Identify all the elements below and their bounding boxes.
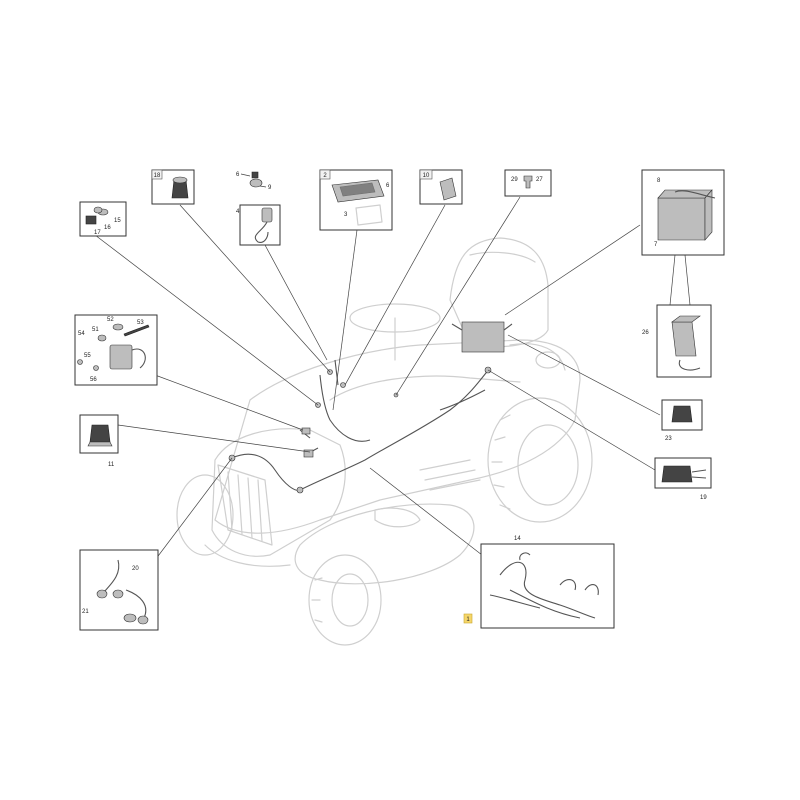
callout-label: 53 xyxy=(137,320,144,326)
callout-label: 11 xyxy=(108,462,115,468)
callout-label: 21 xyxy=(82,609,89,615)
callout-label: 1 xyxy=(466,617,470,623)
callout-label: 52 xyxy=(107,317,114,323)
callout-box-29-27[interactable]: 29 27 xyxy=(504,169,552,197)
callout-label: 29 xyxy=(511,177,518,183)
callout-label: 2 xyxy=(323,173,327,179)
wiring-harness xyxy=(228,321,513,494)
callout-label: 6 xyxy=(386,183,390,189)
leader-lines xyxy=(94,196,691,581)
callout-label: 26 xyxy=(642,330,649,336)
callout-box-10[interactable]: 10 xyxy=(419,169,463,205)
callout-label: 23 xyxy=(665,436,672,442)
callout-label: 54 xyxy=(78,331,85,337)
callout-label: 20 xyxy=(132,566,139,572)
callout-box-4[interactable]: 4 xyxy=(236,204,281,246)
callout-label: 18 xyxy=(154,173,161,179)
callout-label: 27 xyxy=(536,177,543,183)
callout-box-23[interactable]: 23 xyxy=(661,399,703,442)
callout-label: 9 xyxy=(268,185,272,191)
callout-label: 8 xyxy=(657,178,661,184)
callout-label: 4 xyxy=(236,209,240,215)
callout-label: 16 xyxy=(104,225,111,231)
callout-box-51-56[interactable]: 52 53 51 54 55 56 xyxy=(74,314,158,386)
callout-box-19[interactable]: 19 xyxy=(654,457,712,501)
callout-label: 10 xyxy=(423,173,430,179)
callout-label: 3 xyxy=(344,212,348,218)
callout-box-20-21[interactable]: 20 21 xyxy=(79,549,159,631)
callout-box-7-8[interactable]: 8 7 xyxy=(641,169,725,256)
callout-label: 51 xyxy=(92,327,99,333)
callout-label: 14 xyxy=(514,536,521,542)
callout-box-1-14[interactable]: 14 1 xyxy=(463,536,615,629)
callout-label: 15 xyxy=(114,218,121,224)
callout-group-6-9[interactable]: 6 9 xyxy=(236,171,272,191)
callout-label: 7 xyxy=(654,242,658,248)
callout-label: 55 xyxy=(84,353,91,359)
callout-box-15-17[interactable]: 15 16 17 xyxy=(79,201,127,237)
callout-label: 17 xyxy=(94,230,101,236)
callout-label: 6 xyxy=(236,172,240,178)
callout-label: 56 xyxy=(90,377,97,383)
callout-box-26[interactable]: 26 xyxy=(642,304,712,378)
callout-box-11[interactable]: 11 xyxy=(79,414,119,468)
tractor-illustration xyxy=(176,237,593,646)
callout-box-18[interactable]: 18 xyxy=(151,169,195,205)
callout-box-2[interactable]: 2 6 3 xyxy=(319,169,393,231)
callout-label: 19 xyxy=(700,495,707,501)
